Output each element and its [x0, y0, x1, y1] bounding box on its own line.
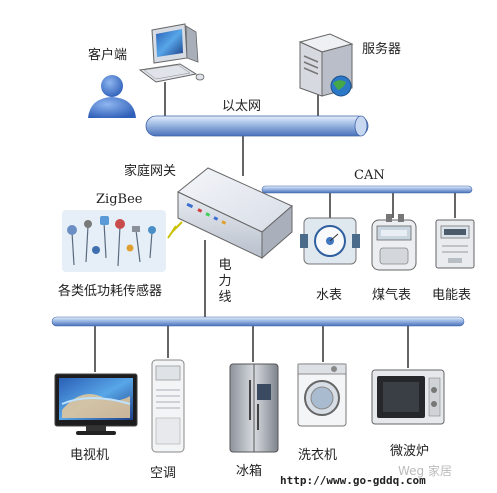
water-meter-icon	[300, 218, 360, 264]
home-gateway-icon	[178, 168, 292, 258]
tv-label: 电视机	[70, 444, 109, 463]
water-meter-label: 水表	[316, 284, 342, 303]
electric-meter-label: 电能表	[432, 284, 471, 303]
air-conditioner-label: 空调	[150, 462, 176, 481]
microwave-oven-icon	[372, 370, 444, 424]
fridge-label: 冰箱	[236, 460, 262, 479]
electric-meter-icon	[436, 220, 474, 268]
power-line-label: 电力线	[218, 258, 232, 306]
power-line-bus	[52, 317, 464, 326]
can-label: CAN	[354, 168, 385, 183]
washing-machine-icon	[298, 364, 346, 426]
server-icon	[300, 34, 352, 96]
gateway-label: 家庭网关	[124, 160, 176, 179]
sensors-label: 各类低功耗传感器	[58, 280, 162, 299]
washer-label: 洗衣机	[298, 444, 337, 463]
can-bus	[262, 186, 472, 193]
television-icon	[55, 374, 137, 435]
watermark-text: Weg 家居	[398, 462, 452, 479]
client-label: 客户端	[88, 44, 127, 63]
gas-meter-icon	[372, 214, 416, 270]
air-conditioner-icon	[152, 360, 184, 452]
refrigerator-icon	[230, 364, 278, 452]
gas-meter-label: 煤气表	[372, 284, 411, 303]
sensor-cluster-icon	[62, 210, 166, 272]
microwave-label: 微波炉	[390, 440, 429, 459]
user-icon	[88, 75, 136, 118]
ethernet-bus	[146, 116, 368, 136]
zigbee-label: ZigBee	[96, 192, 142, 207]
server-label: 服务器	[362, 38, 401, 57]
ethernet-label: 以太网	[222, 95, 261, 114]
client-computer	[140, 24, 204, 82]
wireless-signal-icon	[168, 222, 182, 238]
